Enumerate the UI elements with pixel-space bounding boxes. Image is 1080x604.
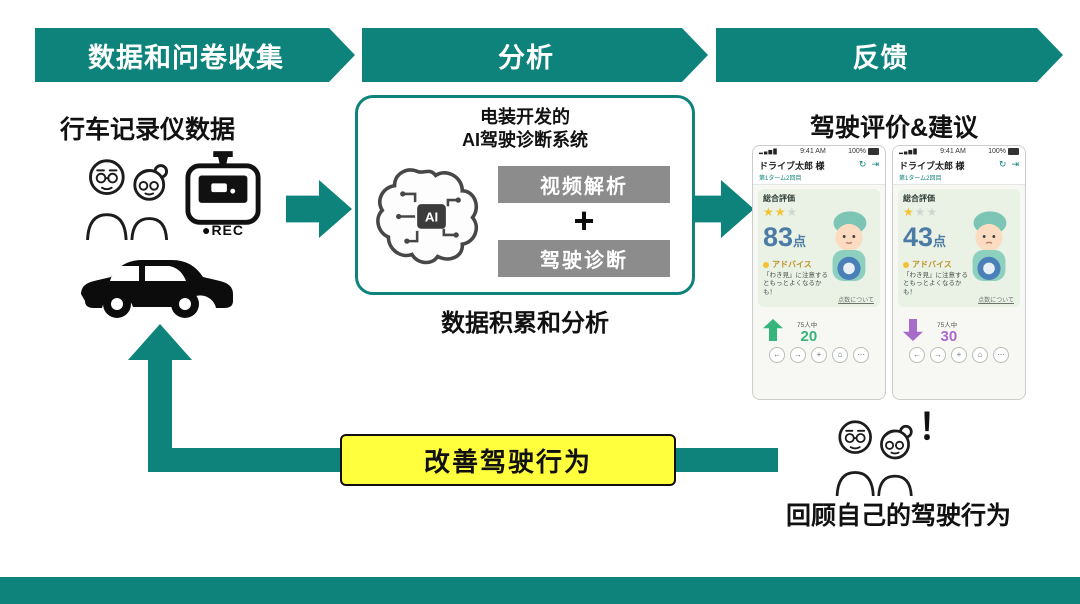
user-name: ドライブ太郎 様 (759, 161, 825, 171)
star-rating: ★★★ (903, 205, 939, 219)
ai-chip-label: AI (425, 210, 438, 225)
battery-percent: 100% (988, 148, 1006, 155)
driver-character-illustration (972, 211, 1007, 281)
analysis-caption: 数据积累和分析 (441, 310, 609, 337)
user-name: ドライブ太郎 様 (899, 161, 965, 171)
banner-data-collection-label: 数据和问卷收集 (88, 42, 284, 73)
app-screenshot-score-83: ▂▄▆█ 9:41 AM 100% ドライブ太郎 様 第1ターム2回目 ↻ ⇥ … (752, 145, 886, 400)
status-time: 9:41 AM (940, 148, 966, 155)
overall-eval-label: 総合評価 (903, 194, 935, 203)
overall-eval-label: 総合評価 (763, 194, 795, 203)
ranking-section: 75人中 30 (903, 310, 1015, 344)
signal-icon: ▂▄▆█ (899, 148, 918, 155)
forward-button[interactable]: → (790, 347, 806, 363)
arrow-analysis-to-feedback (688, 180, 754, 238)
ranking-section: 75人中 20 (763, 310, 875, 344)
lightbulb-icon (763, 261, 769, 268)
refresh-icon[interactable]: ↻ (858, 159, 867, 169)
overall-score-card: 総合評価 ★★★ 43点 アドバイス 「わき見」に注意するともっとよくなるかも！… (898, 189, 1020, 307)
more-button[interactable]: ⋯ (853, 347, 869, 363)
advice-label: アドバイス (772, 260, 812, 269)
ai-brain-icon: AI (372, 158, 490, 276)
arrow-collect-to-analysis (286, 180, 352, 238)
more-button[interactable]: ⋯ (993, 347, 1009, 363)
rank-value: 30 (940, 328, 958, 345)
score-info-link[interactable]: 点数について (838, 298, 874, 304)
term-label: 第1ターム2回目 (759, 176, 802, 182)
logout-icon[interactable]: ⇥ (1011, 159, 1019, 169)
rec-label: ●REC (201, 222, 244, 238)
battery-icon (868, 148, 879, 155)
rank-total: 75人中 (797, 322, 818, 329)
app-screenshot-score-43: ▂▄▆█ 9:41 AM 100% ドライブ太郎 様 第1ターム2回目 ↻ ⇥ … (892, 145, 1026, 400)
banner-data-collection: 数据和问卷收集 (35, 28, 355, 82)
battery-indicator: 100% (988, 148, 1019, 155)
lightbulb-icon (903, 261, 909, 268)
phone-app-header: ドライブ太郎 様 第1ターム2回目 ↻ ⇥ (893, 156, 1025, 185)
ai-box-title-line1: 电装开发的 (480, 107, 570, 127)
advice-header: アドバイス (903, 259, 1015, 270)
exclamation-mark: ！ (918, 406, 955, 447)
banner-feedback: 反馈 (716, 28, 1063, 82)
phone-status-bar: ▂▄▆█ 9:41 AM 100% (753, 146, 885, 156)
star-rating: ★★★ (763, 205, 799, 219)
improve-behavior-box: 改善驾驶行为 (340, 434, 676, 486)
logout-icon[interactable]: ⇥ (871, 159, 879, 169)
footer-band (0, 577, 1080, 604)
battery-icon (1008, 148, 1019, 155)
phone-status-bar: ▂▄▆█ 9:41 AM 100% (893, 146, 1025, 156)
dashcam-device-icon: ●REC (184, 150, 262, 242)
refresh-icon[interactable]: ↻ (998, 159, 1007, 169)
home-button[interactable]: ⌂ (832, 347, 848, 363)
dashcam-data-title: 行车记录仪数据 (60, 116, 236, 144)
battery-indicator: 100% (848, 148, 879, 155)
phone-bottom-nav: ← → + ⌂ ⋯ (753, 344, 885, 363)
feedback-loop-arrowhead (128, 324, 192, 360)
rank-value: 20 (800, 328, 818, 345)
banner-feedback-label: 反馈 (852, 42, 909, 73)
score-value: 83点 (763, 222, 807, 252)
driving-diagnosis-step: 驾驶诊断 (498, 240, 670, 277)
signal-icon: ▂▄▆█ (759, 148, 778, 155)
ai-diagnosis-box: 电装开发的 AI驾驶诊断系统 AI 视频解析 (355, 95, 695, 295)
score-info-link[interactable]: 点数について (978, 298, 1014, 304)
ai-box-title-line2: AI驾驶诊断系统 (462, 129, 588, 150)
add-button[interactable]: + (951, 347, 967, 363)
trend-down-icon (903, 319, 923, 341)
advice-text: 「わき見」に注意するともっとよくなるかも！ (763, 272, 828, 296)
elderly-couple-review-icon (835, 420, 913, 496)
rank-total: 75人中 (937, 322, 958, 329)
feedback-loop-vertical-bar (148, 358, 172, 454)
plus-icon: + (573, 200, 595, 241)
add-button[interactable]: + (811, 347, 827, 363)
video-analysis-step: 视频解析 (498, 166, 670, 203)
advice-header: アドバイス (763, 259, 875, 270)
score-value: 43点 (903, 222, 947, 252)
driver-character-illustration (832, 211, 867, 281)
banner-analysis-label: 分析 (498, 42, 554, 73)
elderly-couple-icon (86, 159, 169, 240)
review-behavior-label: 回顾自己的驾驶行为 (786, 502, 1012, 530)
trend-up-icon (763, 319, 783, 341)
term-label: 第1ターム2回目 (899, 176, 942, 182)
phone-bottom-nav: ← → + ⌂ ⋯ (893, 344, 1025, 363)
ai-box-title: 电装开发的 AI驾驶诊断系统 (358, 106, 692, 151)
evaluation-title: 驾驶评价&建议 (810, 114, 979, 142)
battery-percent: 100% (848, 148, 866, 155)
car-icon (81, 260, 233, 318)
home-button[interactable]: ⌂ (972, 347, 988, 363)
advice-text: 「わき見」に注意するともっとよくなるかも！ (903, 272, 968, 296)
forward-button[interactable]: → (930, 347, 946, 363)
advice-label: アドバイス (912, 260, 952, 269)
back-button[interactable]: ← (769, 347, 785, 363)
status-time: 9:41 AM (800, 148, 826, 155)
phone-app-header: ドライブ太郎 様 第1ターム2回目 ↻ ⇥ (753, 156, 885, 185)
banner-analysis: 分析 (362, 28, 708, 82)
back-button[interactable]: ← (909, 347, 925, 363)
overall-score-card: 総合評価 ★★★ 83点 アドバイス 「わき見」に注意するともっとよくなるかも！… (758, 189, 880, 307)
